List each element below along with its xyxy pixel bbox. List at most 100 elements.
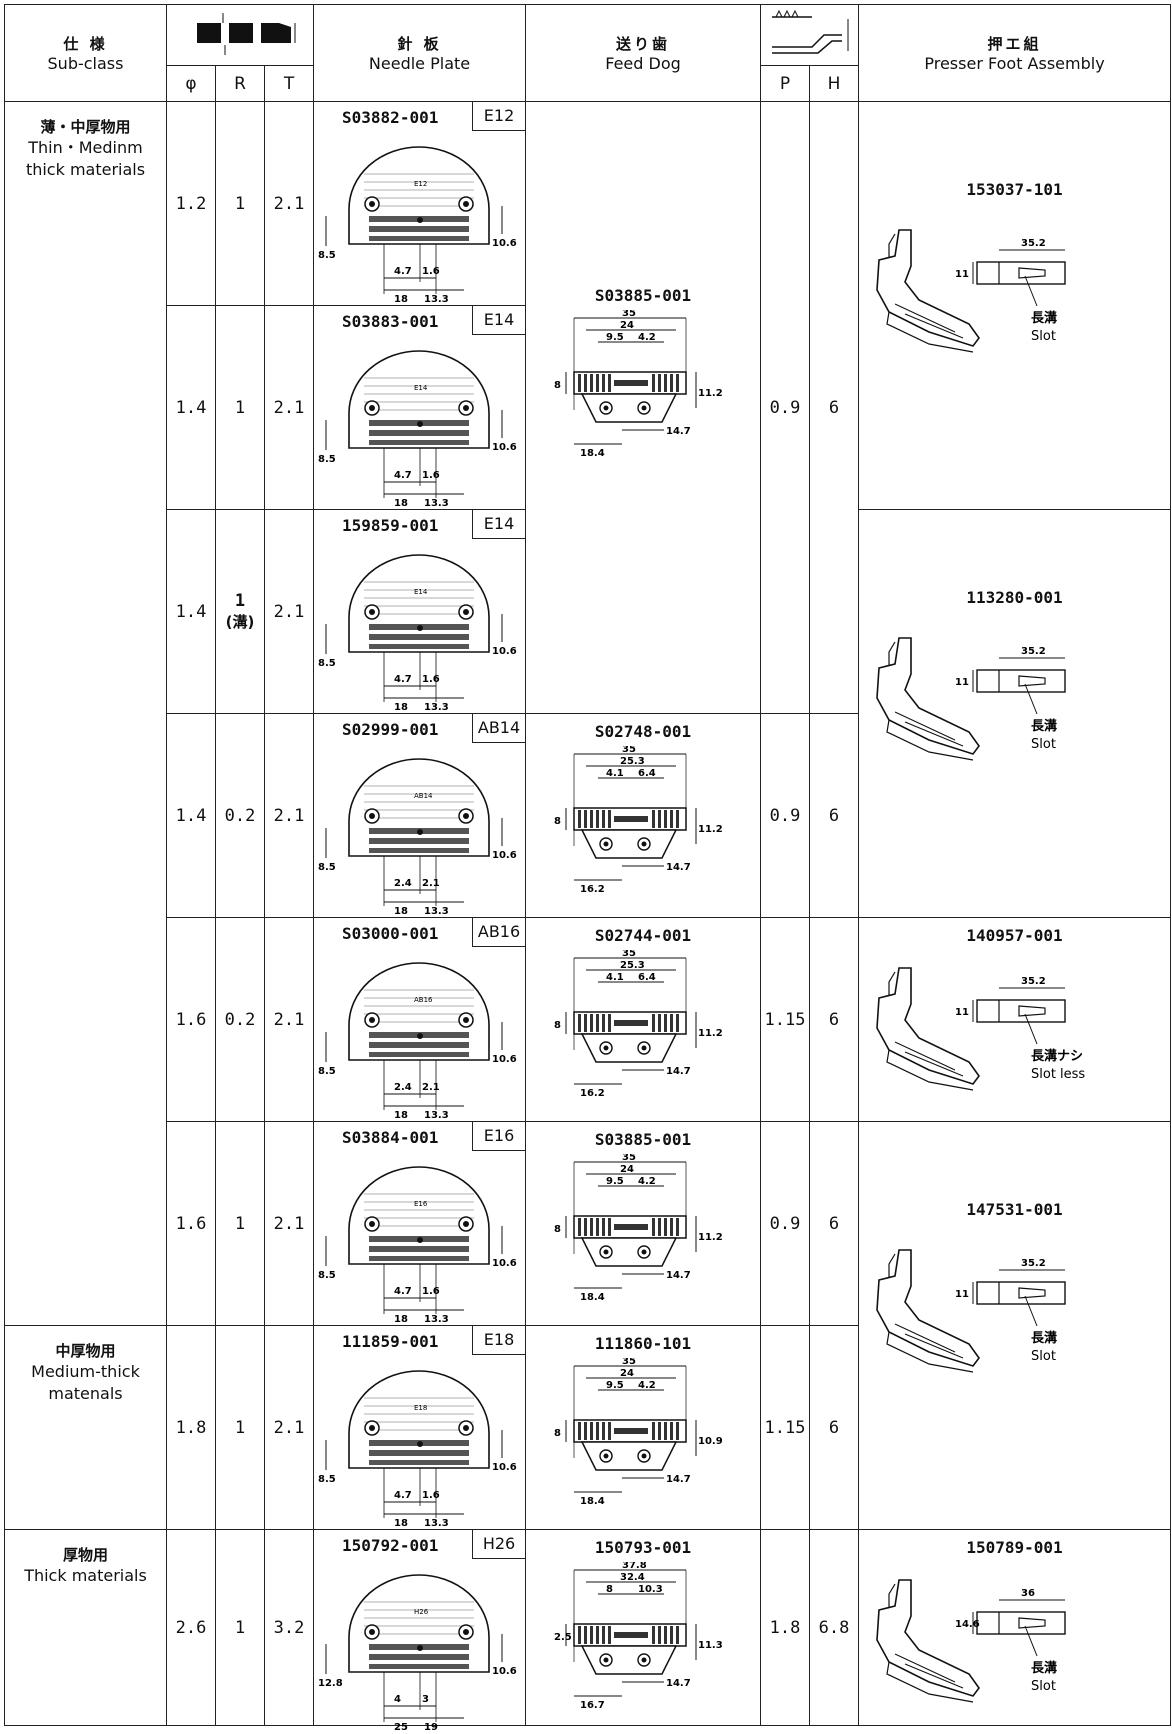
dim-label: 16.2: [580, 884, 605, 895]
r-value-groove: (溝): [225, 613, 255, 631]
dim-label: 14.7: [666, 1270, 691, 1281]
p-value: 0.9: [760, 101, 811, 714]
dim-label: 13.3: [424, 294, 449, 304]
feed-dog-cell: 111860-101 35 24 9.5 4.2 8 10.9 14.7 18.…: [525, 1325, 762, 1530]
p-value: 1.15: [760, 1325, 811, 1530]
t-value: 2.1: [263, 917, 315, 1122]
dim-label: 18: [394, 702, 408, 712]
dim-label: 14.7: [666, 862, 691, 873]
needle-plate-part-number: 150792-001: [342, 1536, 439, 1555]
needle-plate-cell: S03000-001 AB16 AB16 8.5 10.6 2.4 2.1 18…: [313, 917, 527, 1122]
presser-foot-header-jp: 押エ組: [987, 35, 1042, 53]
h-value: 6: [809, 1325, 860, 1530]
dim-label: 14.7: [666, 1678, 691, 1689]
needle-plate-gauge-code: AB16: [472, 918, 526, 947]
plate-gauge-mark: H26: [414, 1608, 429, 1616]
dim-label: 18: [394, 1110, 408, 1120]
dim-label: 14.7: [666, 1474, 691, 1485]
needle-plate-drawing: E14 8.5 10.6 4.7 1.6 18 13.3: [318, 350, 517, 508]
slot-label-jp: 長溝: [1031, 1330, 1057, 1346]
p-header: P: [760, 65, 811, 102]
r-value: 1: [215, 305, 265, 510]
t-header: T: [263, 65, 315, 102]
dim-label: 25.3: [620, 960, 645, 971]
feed-dog-drawing: 37.8 32.4 8 10.3 2.5 11.3 14.7 16.7: [554, 1562, 723, 1711]
presser-foot-drawing: 35.2 11 長溝ナシ Slot less: [876, 967, 1085, 1091]
dim-label: 11.3: [698, 1640, 723, 1651]
subclass-label-jp: 厚物用: [62, 1546, 108, 1564]
r-value: 1: [215, 101, 265, 306]
dim-label: 4.7: [394, 1490, 412, 1501]
dim-label: 35: [622, 746, 636, 755]
presser-foot-cell: 153037-101 35.2 11 長溝 Slot: [858, 101, 1172, 510]
phi-value: 1.2: [166, 101, 216, 306]
dim-label: 4.2: [638, 1380, 656, 1391]
feed-dog-cell: S02744-001 35 25.3 4.1 6.4 8 11.2 14.7 1…: [525, 917, 762, 1122]
r-value: 0.2: [215, 713, 265, 918]
needle-plate-gauge-code: E14: [472, 306, 526, 335]
r-value: 1: [215, 1325, 265, 1530]
needle-plate-header: 針 板 Needle Plate: [313, 4, 527, 102]
p-value: 1.8: [760, 1529, 811, 1726]
dim-label: 2.4: [394, 878, 412, 889]
table-row: 薄・中厚物用 Thin・Medinm thick materials 1.2 1…: [4, 101, 1172, 1326]
feed-dog-header-en: Feed Dog: [605, 54, 681, 73]
dim-label: 4.2: [638, 332, 656, 343]
needle-plate-part-number: S03884-001: [342, 1128, 439, 1147]
dim-label: 14.7: [666, 426, 691, 437]
presser-foot-drawing: 35.2 11 長溝 Slot: [876, 637, 1066, 761]
dim-label: 13.3: [424, 1110, 449, 1120]
subclass-medium-thick: 中厚物用 Medium-thick matenals: [4, 1325, 167, 1530]
t-value: 2.1: [263, 509, 315, 714]
dim-label: 14.6: [955, 1619, 980, 1630]
table-row: 1.6 0.2 2.1 S03000-001 AB16 AB16 8.5 10.…: [5, 917, 1172, 1122]
feed-dog-header-jp: 送り歯: [616, 35, 671, 53]
subclass-thin-medium: 薄・中厚物用 Thin・Medinm thick materials: [4, 101, 167, 1326]
plate-gauge-mark: E16: [414, 1200, 428, 1208]
needle-plate-header-en: Needle Plate: [368, 54, 471, 73]
feed-dog-header: 送り歯 Feed Dog: [525, 4, 762, 102]
dim-label: 2.1: [422, 1082, 440, 1093]
needle-plate-cell: 111859-001 E18 E18 8.5 10.6 4.7 1.6 18 1…: [313, 1325, 527, 1530]
dim-label: 13.3: [424, 1314, 449, 1324]
dim-label: 36: [1021, 1588, 1035, 1599]
dim-label: 11.2: [698, 1232, 723, 1243]
table-row: 1.4 0.2 2.1 S02999-001 AB14 AB14 8.5 10.…: [5, 713, 1171, 918]
dim-label: 3: [422, 1694, 429, 1705]
dim-label: 1.6: [422, 1490, 440, 1501]
r-value: 0.2: [215, 917, 265, 1122]
h-value: 6: [809, 713, 860, 918]
needle-plate-cell: S03882-001 E12 E12 8.5 10.6 4.7 1.6 18 1…: [313, 101, 527, 306]
dim-label: 1.6: [422, 674, 440, 685]
feed-dog-cell: S03885-001 35 24 9.5 4.2 8 11.2 14.7 18.…: [525, 101, 762, 714]
plate-gauge-mark: E18: [414, 1404, 427, 1412]
presser-foot-part-number: 113280-001: [966, 588, 1063, 607]
dim-label: 24: [620, 320, 634, 331]
feed-dog-part-number: S02748-001: [594, 722, 692, 741]
feed-dog-part-number: 150793-001: [594, 1538, 692, 1557]
h-value: 6: [809, 917, 860, 1122]
dim-label: 4.2: [638, 1176, 656, 1187]
phi-value: 1.8: [166, 1325, 216, 1530]
feed-dog-drawing: 35 24 9.5 4.2 8 10.9 14.7 18.4: [554, 1358, 723, 1507]
slot-label-en: Slot less: [1031, 1067, 1085, 1082]
dim-label: 10.6: [492, 442, 517, 453]
needle-plate-part-number: S03000-001: [342, 924, 439, 943]
dim-label: 10.6: [492, 1054, 517, 1065]
dim-label: 18: [394, 1314, 408, 1324]
table-row: 厚物用 Thick materials 2.6 1 3.2 150792-001…: [4, 1529, 1172, 1732]
plate-gauge-mark: AB14: [414, 792, 433, 800]
feed-dog-part-number: S02744-001: [594, 926, 692, 945]
subclass-label-en: Medium-thick: [31, 1362, 140, 1381]
t-value: 2.1: [263, 305, 315, 510]
presser-foot-part-number: 140957-001: [966, 926, 1063, 945]
t-value: 2.1: [263, 1325, 315, 1530]
needle-plate-part-number: S02999-001: [342, 720, 439, 739]
presser-foot-part-number: 153037-101: [966, 180, 1063, 199]
dim-label: 8: [554, 1224, 561, 1235]
subclass-label-en: Thin・Medinm: [28, 138, 143, 157]
dim-label: 9.5: [606, 332, 624, 343]
needle-plate-drawing: E12 8.5 10.6 4.7 1.6 18 13.3: [318, 146, 517, 304]
presser-foot-drawing: 36 14.6 長溝 Slot: [876, 1579, 1066, 1703]
dim-label: 10.9: [698, 1436, 723, 1447]
